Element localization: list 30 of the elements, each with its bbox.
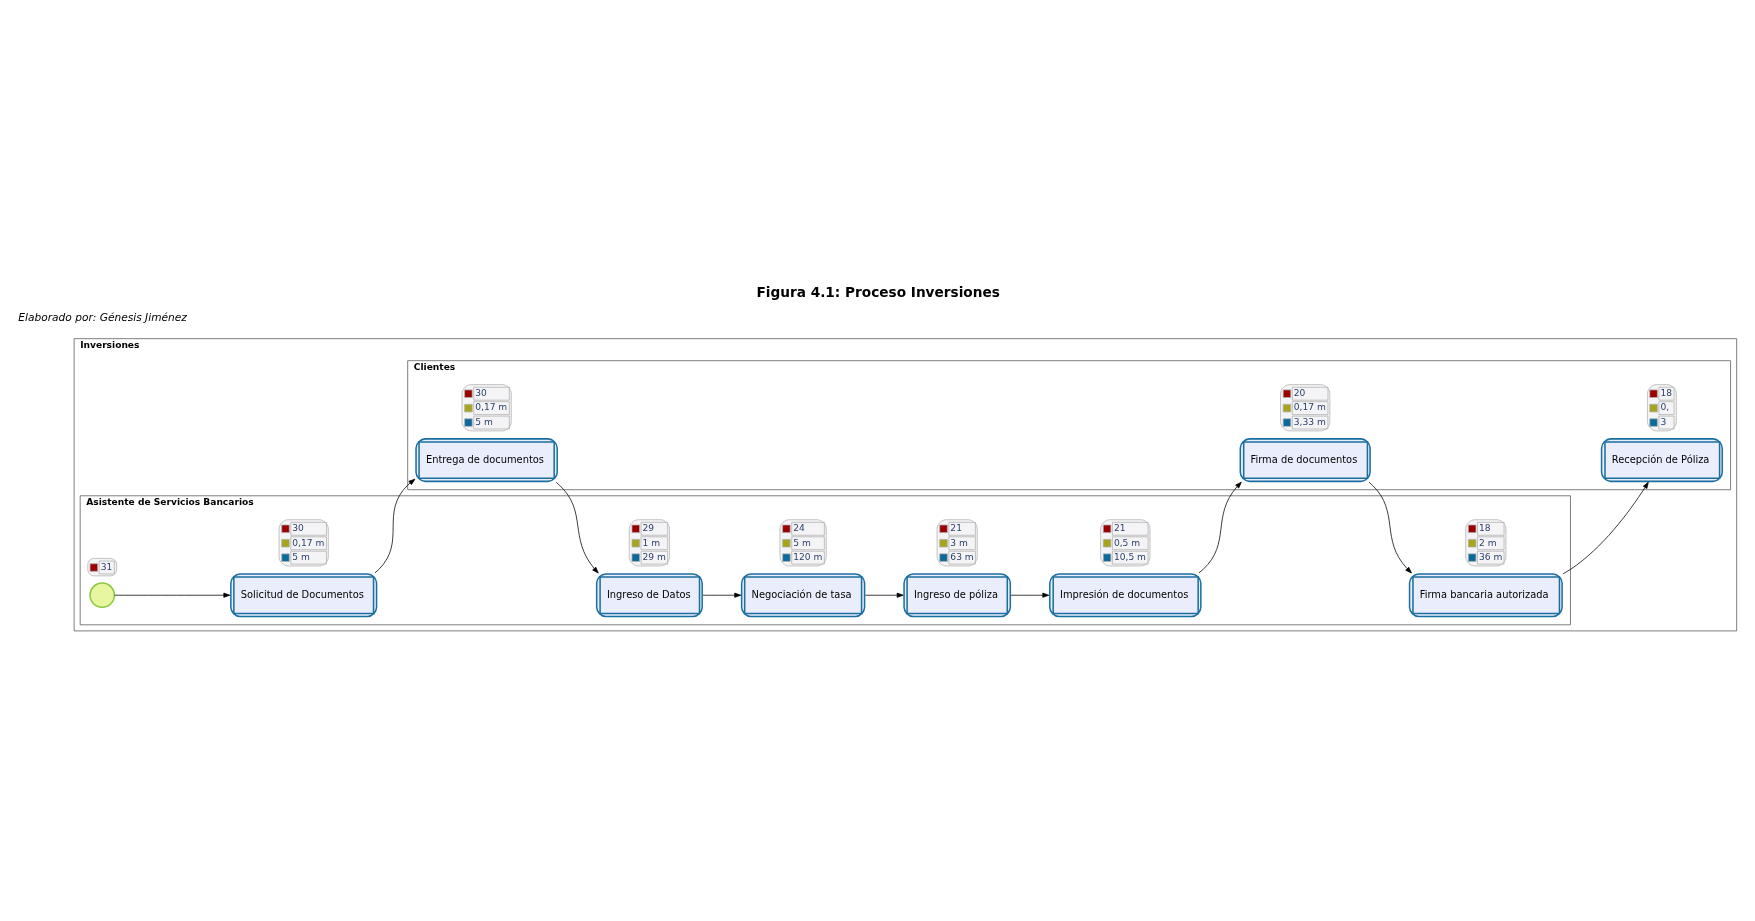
node-label: 29 (642, 523, 655, 534)
node-label: 10,5 m (1113, 552, 1146, 562)
node-label: 5 m (475, 416, 493, 427)
diagram-title: Figura 4.1: Proceso Inversiones (756, 284, 1000, 301)
node-label: 18 (1660, 388, 1672, 399)
node-label: 63 m (950, 552, 974, 562)
node-label: 3 m (950, 537, 968, 548)
node-label: 1 m (642, 537, 661, 548)
node-label: 30 (475, 388, 487, 399)
node-label: 20 (1293, 388, 1306, 399)
node-label: 31 (100, 561, 113, 572)
node-label: 0,17 m (475, 402, 508, 413)
node-label: 0,17 m (1293, 402, 1326, 413)
node-label: 120 m (793, 552, 823, 562)
node-label: 21 (950, 523, 962, 534)
node-label: 0,5 m (1113, 537, 1141, 548)
node-label: 36 m (1479, 552, 1503, 562)
node-label: 0,17 m (292, 537, 325, 548)
node-label: 3 (1660, 416, 1667, 427)
node-label: 3,33 m (1293, 416, 1326, 427)
caption: Elaborado por: Génesis Jiménez (18, 311, 187, 324)
node-label: 0, (1660, 402, 1670, 413)
node-label: 30 (292, 523, 304, 534)
node-label: 24 (793, 523, 805, 534)
node-label: 5 m (793, 537, 811, 548)
node-label: 2 m (1479, 537, 1497, 548)
node-label: 18 (1479, 523, 1491, 534)
node-label: 29 m (642, 552, 666, 562)
node-label: 5 m (292, 552, 310, 562)
node-label: 21 (1113, 523, 1126, 534)
